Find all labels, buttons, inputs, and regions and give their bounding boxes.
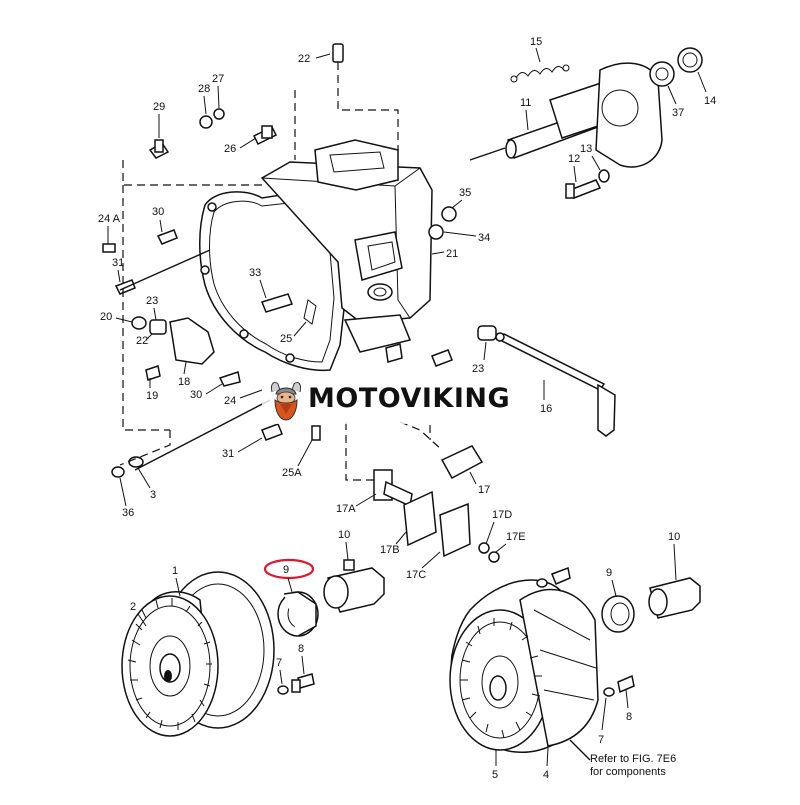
clutch-disc-left [121,571,275,737]
label-15: 15 [530,36,542,48]
label-3: 3 [150,489,156,501]
label-17: 17 [478,484,490,496]
label-22b: 22 [136,335,148,347]
label-31a: 31 [112,257,124,269]
label-30b: 30 [190,389,202,401]
label-13: 13 [580,143,592,155]
label-8a: 8 [298,643,304,655]
brand-name: MOTOVIKING [308,383,511,414]
label-28: 28 [198,83,210,95]
label-9b: 9 [606,567,612,579]
label-17E: 17E [506,531,526,543]
label-17D: 17D [492,509,512,521]
viking-logo-icon [271,381,301,421]
release-bearing-left [277,559,385,637]
label-23a: 23 [146,295,158,307]
label-26: 26 [224,143,236,155]
label-21: 21 [446,248,458,260]
label-22: 22 [298,53,310,65]
label-8b: 8 [626,711,632,723]
label-10b: 10 [668,531,680,543]
brand-watermark [262,376,534,424]
clutch-housing [199,139,433,372]
bracket-assembly-17 [373,445,500,563]
leader-lines-top [119,62,506,481]
label-25: 25 [280,333,292,345]
label-12: 12 [568,153,580,165]
label-1: 1 [172,565,178,577]
highlight-ring [263,558,315,580]
label-33: 33 [249,267,261,279]
label-17A: 17A [336,503,356,515]
label-30a: 30 [152,206,164,218]
label-24A: 24 A [98,213,121,225]
label-14: 14 [704,95,716,107]
label-27: 27 [212,73,224,85]
label-23b: 23 [472,363,484,375]
part-labels: 22 15 11 37 14 12 13 29 28 27 26 35 34 2… [98,36,716,781]
label-9a: 9 [283,564,289,576]
label-5: 5 [492,769,498,781]
label-17C: 17C [406,569,426,581]
reference-note-line1: Refer to FIG. 7E6 [590,753,677,765]
label-4: 4 [543,769,549,781]
reference-note-line2: for components [590,766,666,778]
label-7b: 7 [598,734,604,746]
label-25A: 25A [282,467,302,479]
label-7a: 7 [276,657,282,669]
label-19: 19 [146,390,158,402]
label-10a: 10 [338,529,350,541]
label-20: 20 [100,311,112,323]
hardware-top [102,43,497,478]
label-37: 37 [672,107,684,119]
label-18: 18 [178,376,190,388]
clutch-assembly-right [449,566,701,761]
label-36: 36 [122,507,134,519]
label-24: 24 [224,395,236,407]
reference-note: Refer to FIG. 7E6 for components [590,753,676,779]
label-29: 29 [153,101,165,113]
release-rod [495,332,616,437]
hardware-bottom-left [277,673,315,695]
label-34: 34 [478,232,490,244]
label-31b: 31 [222,448,234,460]
label-16: 16 [540,403,552,415]
label-17B: 17B [380,544,400,556]
label-2: 2 [130,601,136,613]
label-11: 11 [520,97,531,109]
label-35: 35 [459,187,471,199]
input-shaft-assembly [505,47,703,199]
